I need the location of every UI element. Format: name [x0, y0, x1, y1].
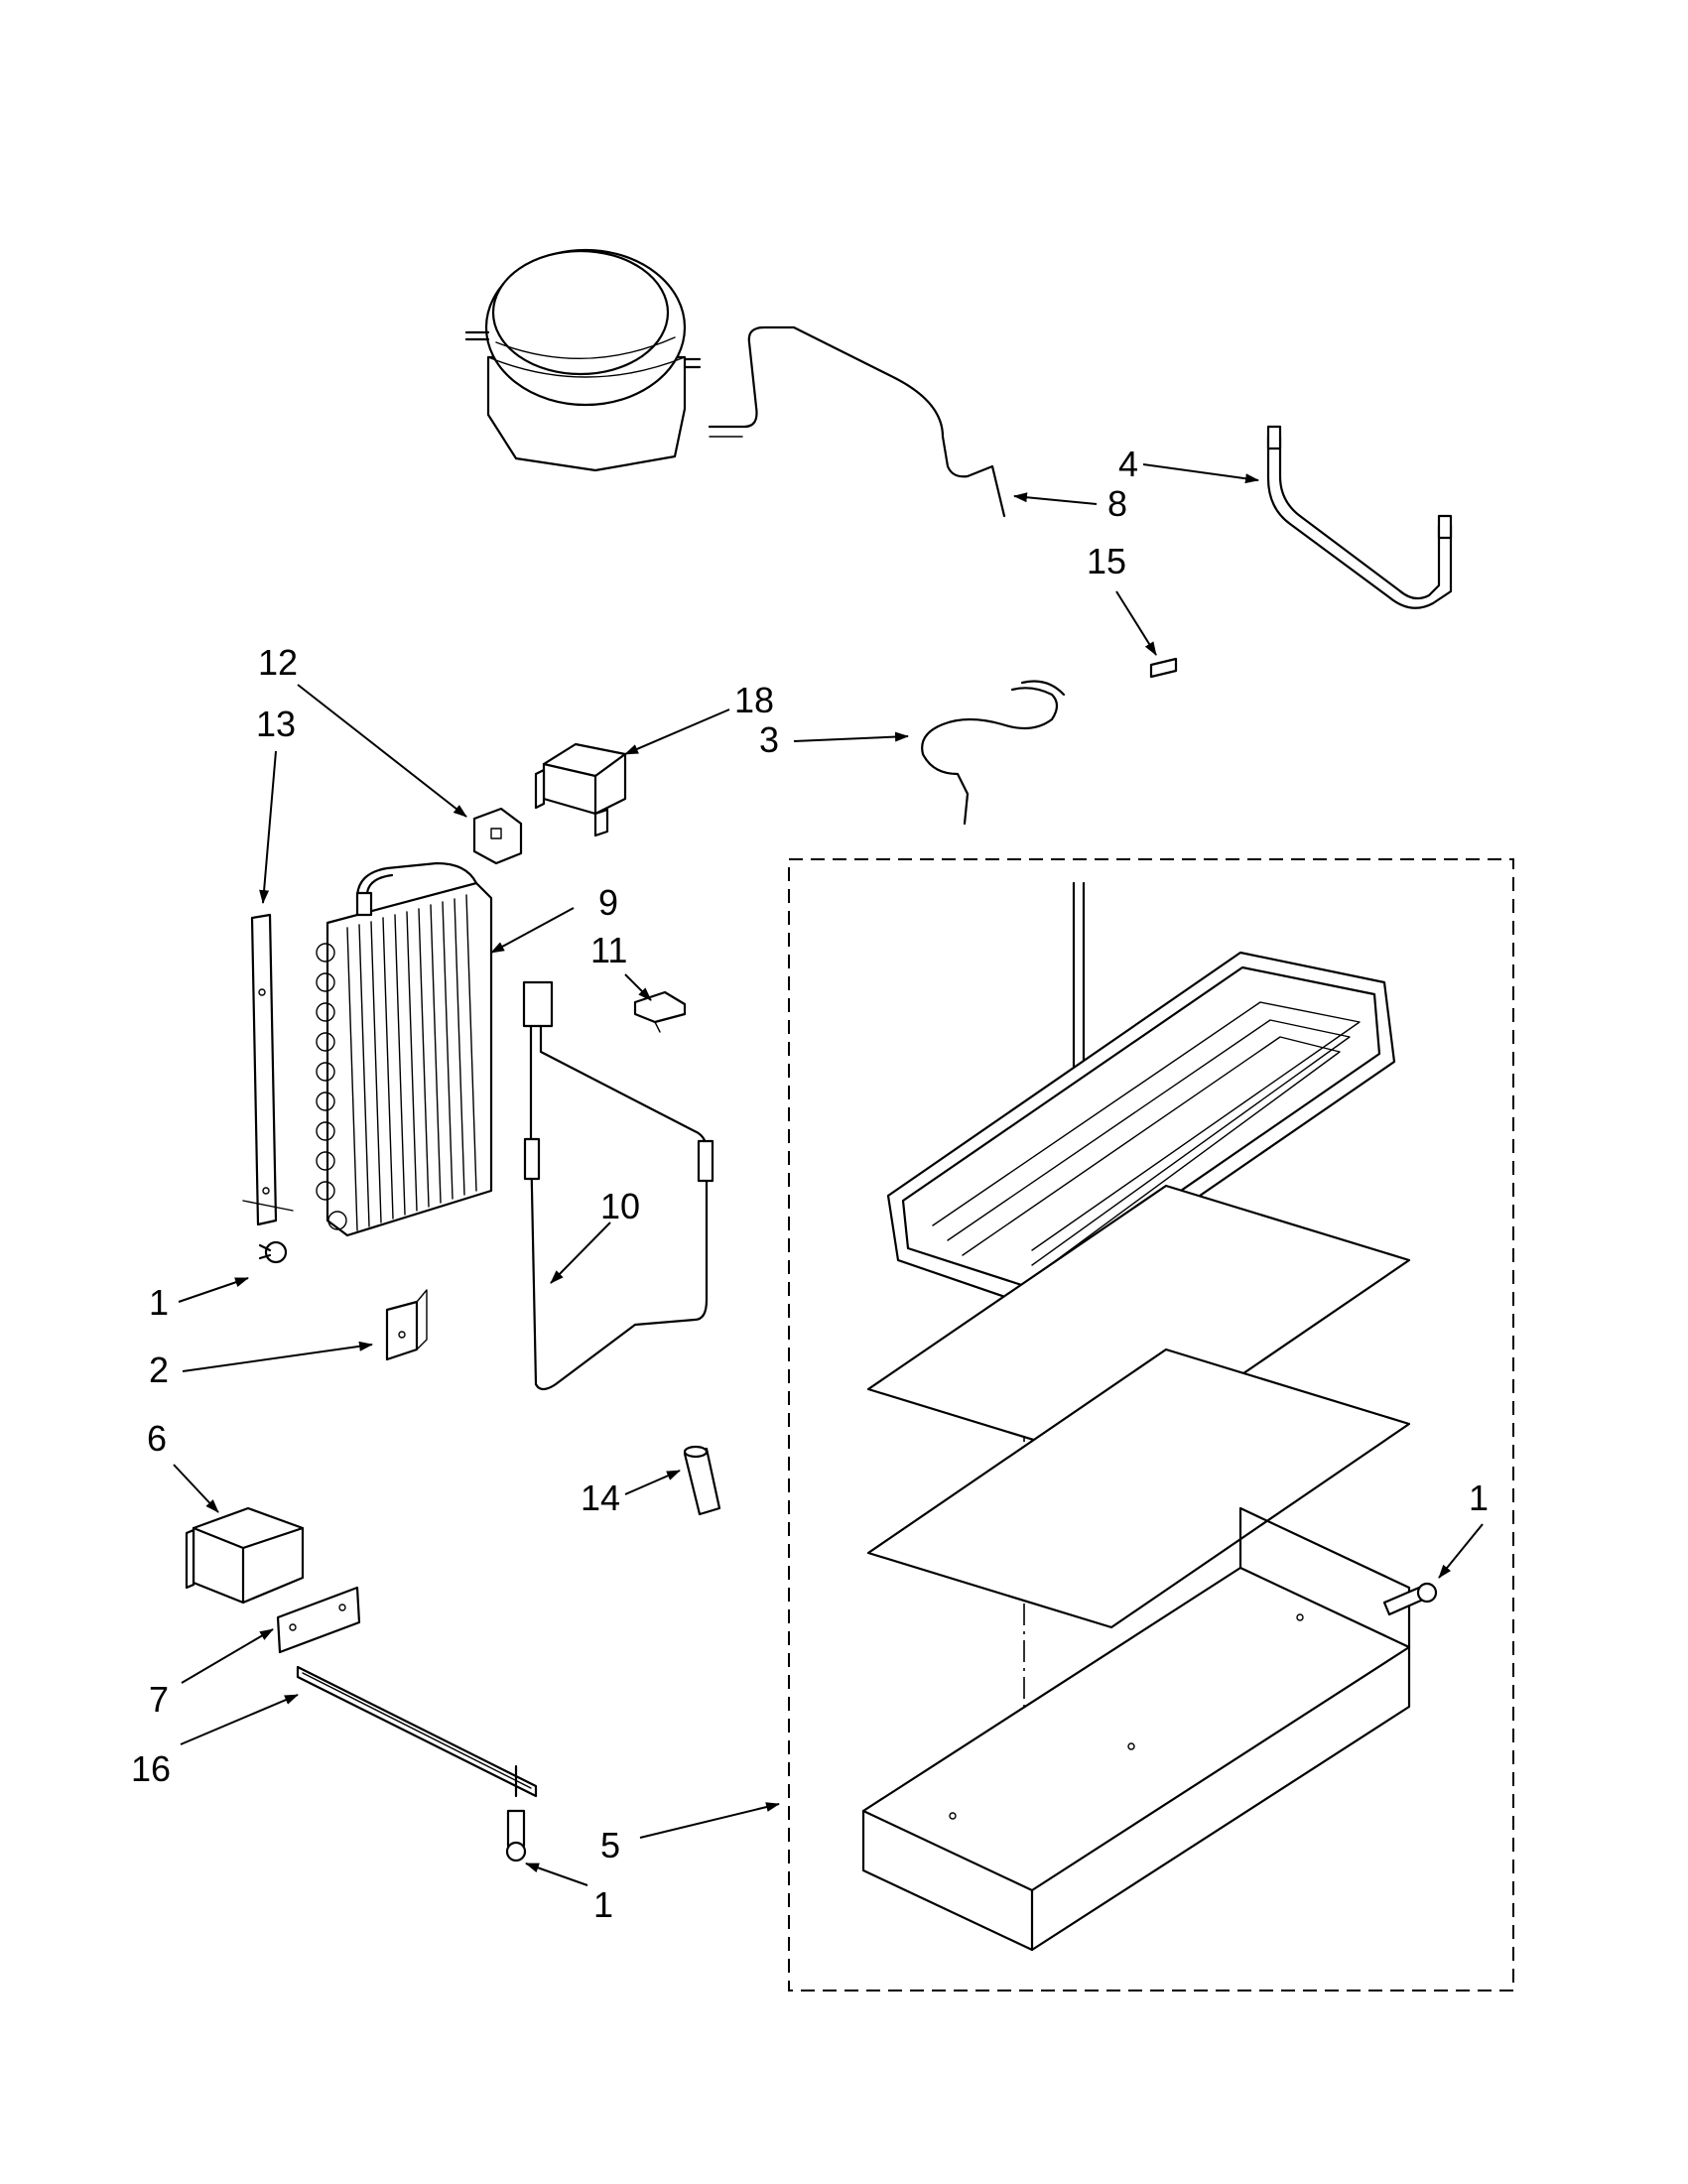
callout-16: 16	[131, 1748, 171, 1789]
callout-14: 14	[581, 1477, 620, 1518]
callout-11: 11	[590, 930, 627, 970]
callout-1-left: 1	[149, 1282, 169, 1323]
clip-15	[1149, 657, 1178, 679]
drain-pan-assembly-5	[788, 858, 1514, 1991]
discharge-tube	[708, 325, 1006, 518]
callout-labels: 4 8 15 12 13 18 3 9 11 10 1 2 6 14 1 7 1…	[131, 444, 1489, 1925]
screw-1-bottom	[505, 1809, 527, 1863]
callout-4: 4	[1118, 444, 1138, 484]
sleeve-14	[683, 1445, 721, 1516]
bracket-2	[385, 1289, 428, 1361]
screw-1-left	[258, 1240, 288, 1264]
heater-loop-10	[522, 980, 714, 1391]
plate-7	[276, 1586, 361, 1654]
rail-16	[296, 1665, 538, 1798]
callout-2: 2	[149, 1349, 169, 1390]
callout-12: 12	[258, 642, 298, 683]
strip-13	[242, 913, 294, 1226]
tube-3	[921, 680, 1066, 826]
screw-1-right	[1382, 1582, 1438, 1616]
leader-lines	[173, 463, 1484, 1886]
callout-1-bottom: 1	[593, 1884, 613, 1925]
callout-8: 8	[1107, 483, 1127, 524]
callout-9: 9	[598, 882, 618, 923]
callout-15: 15	[1087, 541, 1126, 581]
callout-6: 6	[147, 1418, 167, 1459]
callout-10: 10	[600, 1186, 640, 1226]
callout-7: 7	[149, 1679, 169, 1720]
evaporator-9	[316, 861, 493, 1237]
clip-11	[633, 990, 687, 1033]
callout-13: 13	[256, 704, 296, 744]
callout-3: 3	[759, 719, 779, 760]
callout-5: 5	[600, 1825, 620, 1865]
bracket-6	[185, 1506, 305, 1605]
compressor	[464, 248, 702, 472]
callout-18: 18	[734, 680, 774, 720]
callout-1-right: 1	[1469, 1477, 1489, 1518]
plate-12	[472, 807, 523, 865]
bracket-18	[534, 742, 627, 837]
tube-4	[1266, 425, 1453, 609]
